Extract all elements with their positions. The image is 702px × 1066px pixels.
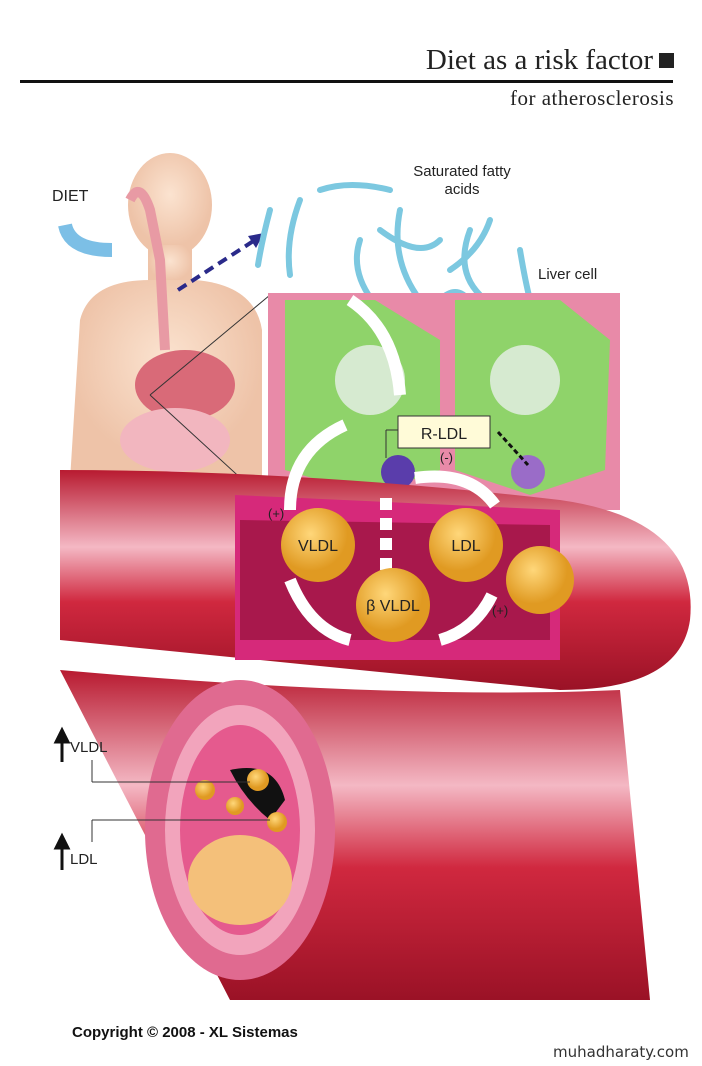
watermark: muhadharaty.com	[553, 1043, 689, 1061]
square-bullet-icon	[659, 53, 674, 68]
r-ldl-label: R-LDL	[421, 426, 467, 443]
stimulate-label-right: (+)	[492, 603, 508, 618]
liver-cell-label: Liver cell	[538, 266, 597, 283]
vldl-particle	[281, 508, 355, 582]
beta-vldl-particle	[356, 568, 430, 642]
title-rule	[20, 80, 673, 83]
artery-cross-section	[145, 680, 335, 980]
diet-label: DIET	[52, 188, 89, 205]
increased-ldl-label: LDL	[70, 851, 98, 868]
up-arrow-icon	[53, 726, 71, 762]
r-ldl-box	[397, 415, 491, 449]
blood-vessel	[60, 470, 691, 1000]
vldl-label: VLDL	[298, 538, 338, 555]
page-title: Diet as a risk factor	[426, 44, 674, 77]
up-arrow-icon	[53, 832, 71, 870]
title-text: Diet as a risk factor	[425, 44, 653, 76]
beta-vldl-label: β VLDL	[366, 598, 420, 615]
fatty-acids-label: Saturated fatty	[413, 163, 511, 180]
ldl-label: LDL	[451, 538, 480, 555]
fatty-acids-label-2: acids	[444, 181, 479, 198]
human-body	[70, 153, 262, 480]
diet-arrow-icon	[58, 222, 113, 257]
cycle-arrows	[284, 295, 500, 646]
ldl-particle	[429, 508, 503, 582]
increased-vldl-label: VLDL	[70, 739, 108, 756]
page-subtitle: for atherosclerosis	[509, 86, 674, 110]
copyright: Copyright © 2008 - XL Sistemas	[72, 1024, 298, 1041]
stimulate-label-left: (+)	[268, 506, 284, 521]
atheroma-plaque	[188, 835, 292, 925]
inhibit-label: (-)	[440, 450, 453, 465]
fatty-acid-chains	[255, 182, 533, 313]
